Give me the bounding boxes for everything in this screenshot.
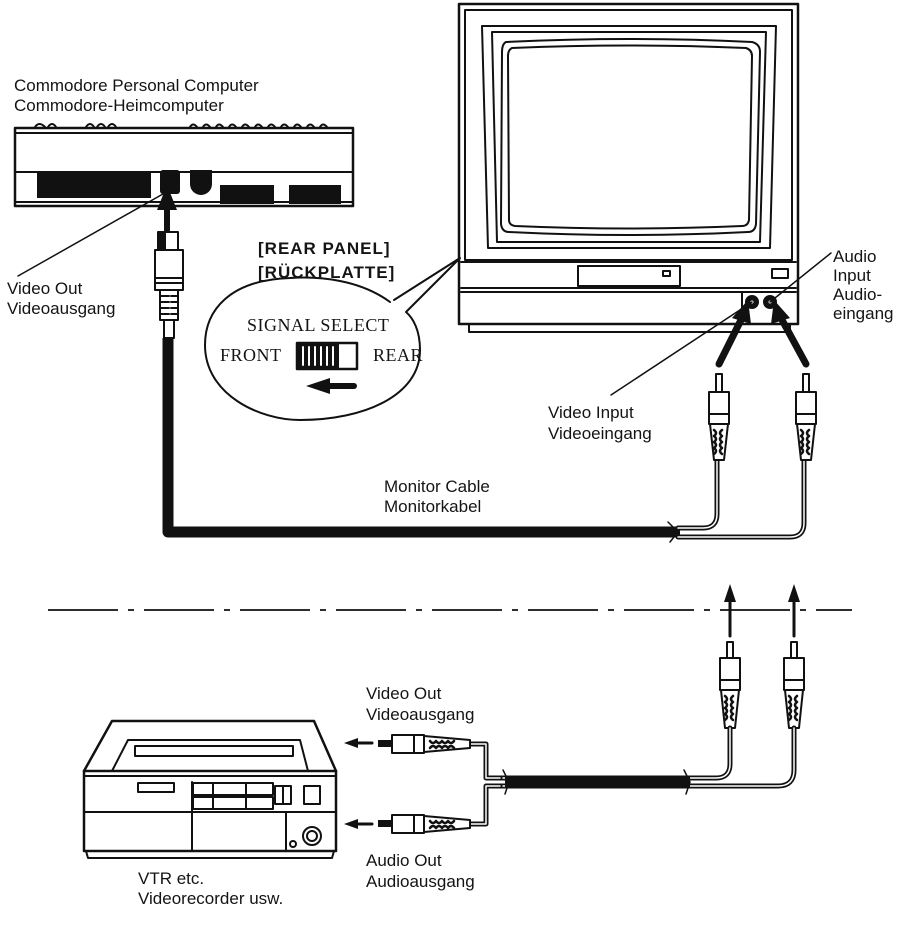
vtr-video-out-label-de: Videoausgang — [366, 705, 475, 724]
computer-label-de: Commodore-Heimcomputer — [14, 96, 224, 115]
video-input-label-de: Videoeingang — [548, 424, 652, 443]
signal-select-rear: REAR — [373, 345, 424, 365]
rca-plug-video-upper — [708, 373, 730, 461]
monitor — [457, 2, 800, 333]
arrow-to-vtr-audio-icon — [344, 819, 374, 829]
rca-plug-vtr-video — [378, 734, 471, 754]
audio-input-label-en-1: Audio — [833, 247, 877, 266]
monitor-cable-label-de: Monitorkabel — [384, 497, 482, 516]
arrow-audio-jack-icon — [771, 300, 810, 368]
monitor-cable — [162, 338, 680, 538]
vtr-label-de: Videorecorder usw. — [138, 889, 284, 908]
signal-select-title: SIGNAL SELECT — [247, 315, 390, 335]
leader-line-video-out — [17, 189, 171, 277]
audio-input-label-de-1: Audio- — [833, 285, 883, 304]
monitor-cable-label-en: Monitor Cable — [384, 477, 490, 496]
rca-plug-audio-lower — [783, 641, 805, 729]
arrow-into-computer-icon — [157, 185, 177, 233]
rca-plug-video-lower — [719, 641, 741, 729]
vtr — [82, 719, 338, 859]
vtr-label-en: VTR etc. — [138, 869, 205, 888]
rear-panel-label-en: [REAR PANEL] — [258, 239, 391, 258]
arrow-to-vtr-video-icon — [344, 738, 374, 748]
computer-video-out-label-de: Videoausgang — [7, 299, 116, 318]
signal-select-front: FRONT — [220, 345, 282, 365]
commodore-computer — [13, 123, 355, 208]
leader-line-video-input — [610, 301, 753, 396]
din-plug — [154, 231, 184, 339]
rca-plug-vtr-audio — [378, 814, 471, 834]
rear-panel-callout — [204, 257, 461, 421]
vtr-video-out-label-en: Video Out — [366, 684, 442, 703]
computer-label-en: Commodore Personal Computer — [14, 76, 259, 95]
leader-line-audio-input — [769, 252, 832, 303]
up-arrow-audio-icon — [788, 584, 800, 638]
vtr-audio-out-label-en: Audio Out — [366, 851, 442, 870]
audio-input-label-en-2: Input — [833, 266, 871, 285]
computer-video-out-label-en: Video Out — [7, 279, 83, 298]
up-arrow-video-icon — [724, 584, 736, 638]
rca-plug-audio-upper — [795, 373, 817, 461]
vtr-audio-out-label-de: Audioausgang — [366, 872, 475, 891]
audio-input-label-de-2: eingang — [833, 304, 894, 323]
rear-panel-label-de: [RÜCKPLATTE] — [258, 263, 396, 282]
video-input-label-en: Video Input — [548, 403, 634, 422]
